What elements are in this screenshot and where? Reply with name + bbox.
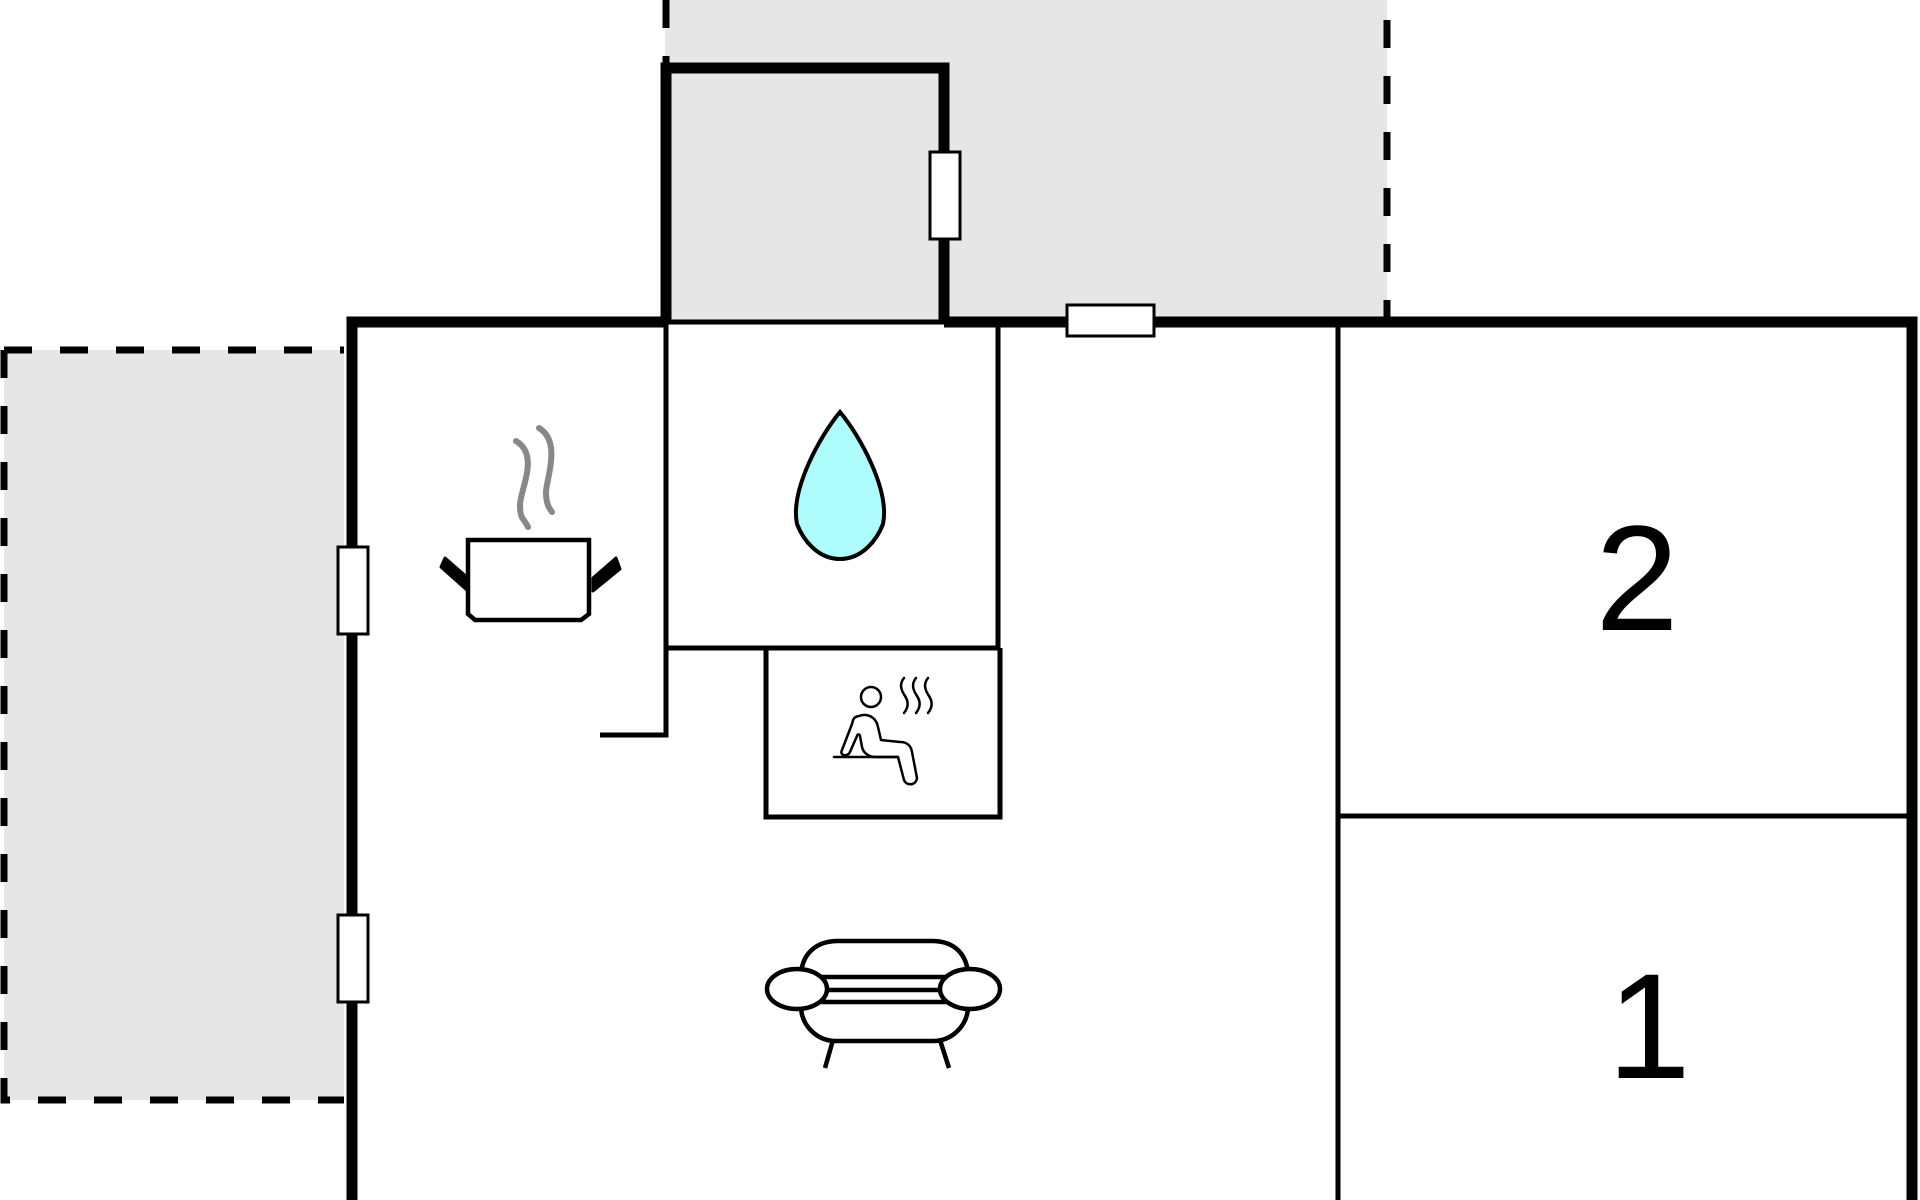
terrace-top bbox=[662, 0, 1391, 322]
interior-walls bbox=[600, 319, 1912, 1200]
windows bbox=[336, 150, 1156, 1004]
water-drop-icon bbox=[793, 408, 887, 562]
steam-icon bbox=[513, 425, 555, 530]
terrace-top-area bbox=[665, 0, 1387, 322]
wall-left-and-top-left bbox=[346, 316, 666, 1200]
window-left-upper bbox=[336, 545, 370, 636]
window-entrance-bay bbox=[928, 150, 962, 241]
bedroom-1-number: 1 bbox=[1607, 942, 1690, 1110]
terrace-left-area bbox=[4, 350, 344, 1100]
wall-top-right-and-right bbox=[944, 316, 1918, 1200]
wall-kitchen-partition bbox=[600, 322, 669, 738]
window-left-lower bbox=[336, 913, 370, 1004]
sofa-icon bbox=[764, 938, 1003, 1069]
cooking-pot-icon bbox=[439, 425, 622, 623]
sauna-icon bbox=[832, 676, 933, 786]
terrace-left bbox=[0, 346, 344, 1104]
wall-sauna bbox=[763, 648, 1003, 820]
terrace-left-border bbox=[0, 346, 344, 1104]
bedroom-2-number: 2 bbox=[1595, 494, 1678, 662]
window-top-wall bbox=[1065, 303, 1156, 338]
